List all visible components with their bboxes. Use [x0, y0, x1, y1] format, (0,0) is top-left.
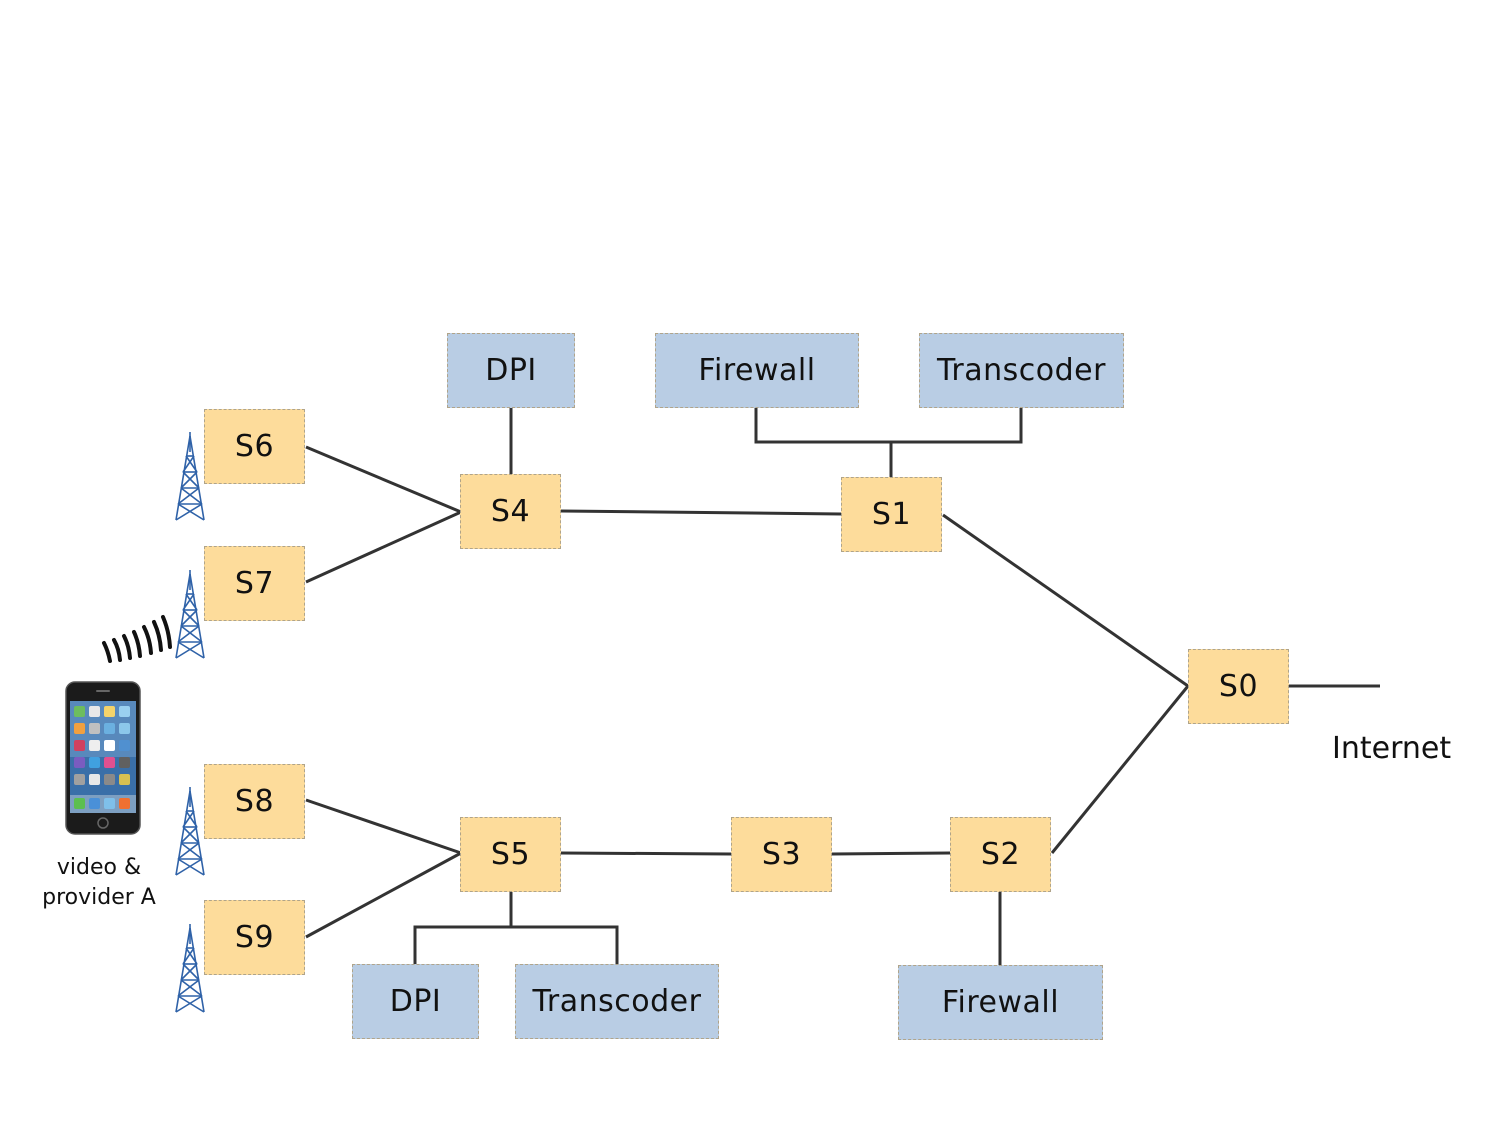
switch-label: S3: [761, 837, 802, 872]
wireless-signal-icon: [102, 615, 172, 663]
cell-tower-icon: [175, 923, 205, 1013]
phone-label-line1: video &: [56, 855, 142, 880]
switch-s4[interactable]: S4: [460, 474, 561, 549]
link-s1-firewall-transcoder: [754, 408, 1023, 444]
middlebox-label: DPI: [389, 984, 442, 1019]
phone-label-line2: provider A: [42, 885, 156, 910]
link-s8-s5: [305, 798, 462, 855]
middlebox-dpi-s5[interactable]: DPI: [352, 964, 479, 1039]
cell-tower-icon: [175, 786, 205, 876]
middlebox-transcoder-s5[interactable]: Transcoder: [515, 964, 719, 1039]
phone-label: video & provider A: [19, 853, 179, 913]
link-s6-s4: [305, 445, 462, 514]
link-s3-s2: [831, 851, 951, 856]
switch-label: S7: [234, 566, 275, 601]
switch-s2[interactable]: S2: [950, 817, 1051, 892]
link-s4-s1: [560, 509, 842, 516]
switch-label: S4: [490, 494, 531, 529]
switch-s6[interactable]: S6: [204, 409, 305, 484]
middlebox-label: Transcoder: [937, 353, 1106, 388]
switch-label: S1: [871, 497, 912, 532]
switch-s5[interactable]: S5: [460, 817, 561, 892]
middlebox-label: Firewall: [698, 353, 816, 388]
switch-s8[interactable]: S8: [204, 764, 305, 839]
switch-label: S6: [234, 429, 275, 464]
switch-s1[interactable]: S1: [841, 477, 942, 552]
link-s5-s3: [560, 851, 732, 856]
middlebox-label: Transcoder: [532, 984, 702, 1019]
middlebox-transcoder-s1[interactable]: Transcoder: [919, 333, 1124, 408]
cell-tower-icon: [175, 569, 205, 659]
middlebox-firewall-s2[interactable]: Firewall: [898, 965, 1103, 1040]
switch-s3[interactable]: S3: [731, 817, 832, 892]
smartphone-icon: [65, 681, 141, 835]
switch-label: S2: [980, 837, 1021, 872]
internet-label: Internet: [1332, 731, 1452, 766]
switch-s9[interactable]: S9: [204, 900, 305, 975]
switch-label: S9: [234, 920, 275, 955]
switch-label: S0: [1218, 669, 1259, 704]
link-s9-s5: [305, 851, 462, 939]
link-s5-dpi-transcoder: [413, 925, 619, 964]
middlebox-label: Firewall: [941, 985, 1060, 1020]
switch-s7[interactable]: S7: [204, 546, 305, 621]
link-s7-s4: [305, 510, 462, 584]
cell-tower-icon: [175, 431, 205, 521]
middlebox-firewall-s1[interactable]: Firewall: [655, 333, 859, 408]
link-s1-s0: [942, 513, 1189, 688]
switch-s0[interactable]: S0: [1188, 649, 1289, 724]
middlebox-dpi-s4[interactable]: DPI: [447, 333, 575, 408]
link-s2-s0: [1050, 685, 1190, 854]
switch-label: S8: [234, 784, 275, 819]
middlebox-label: DPI: [485, 353, 537, 388]
switch-label: S5: [490, 837, 531, 872]
